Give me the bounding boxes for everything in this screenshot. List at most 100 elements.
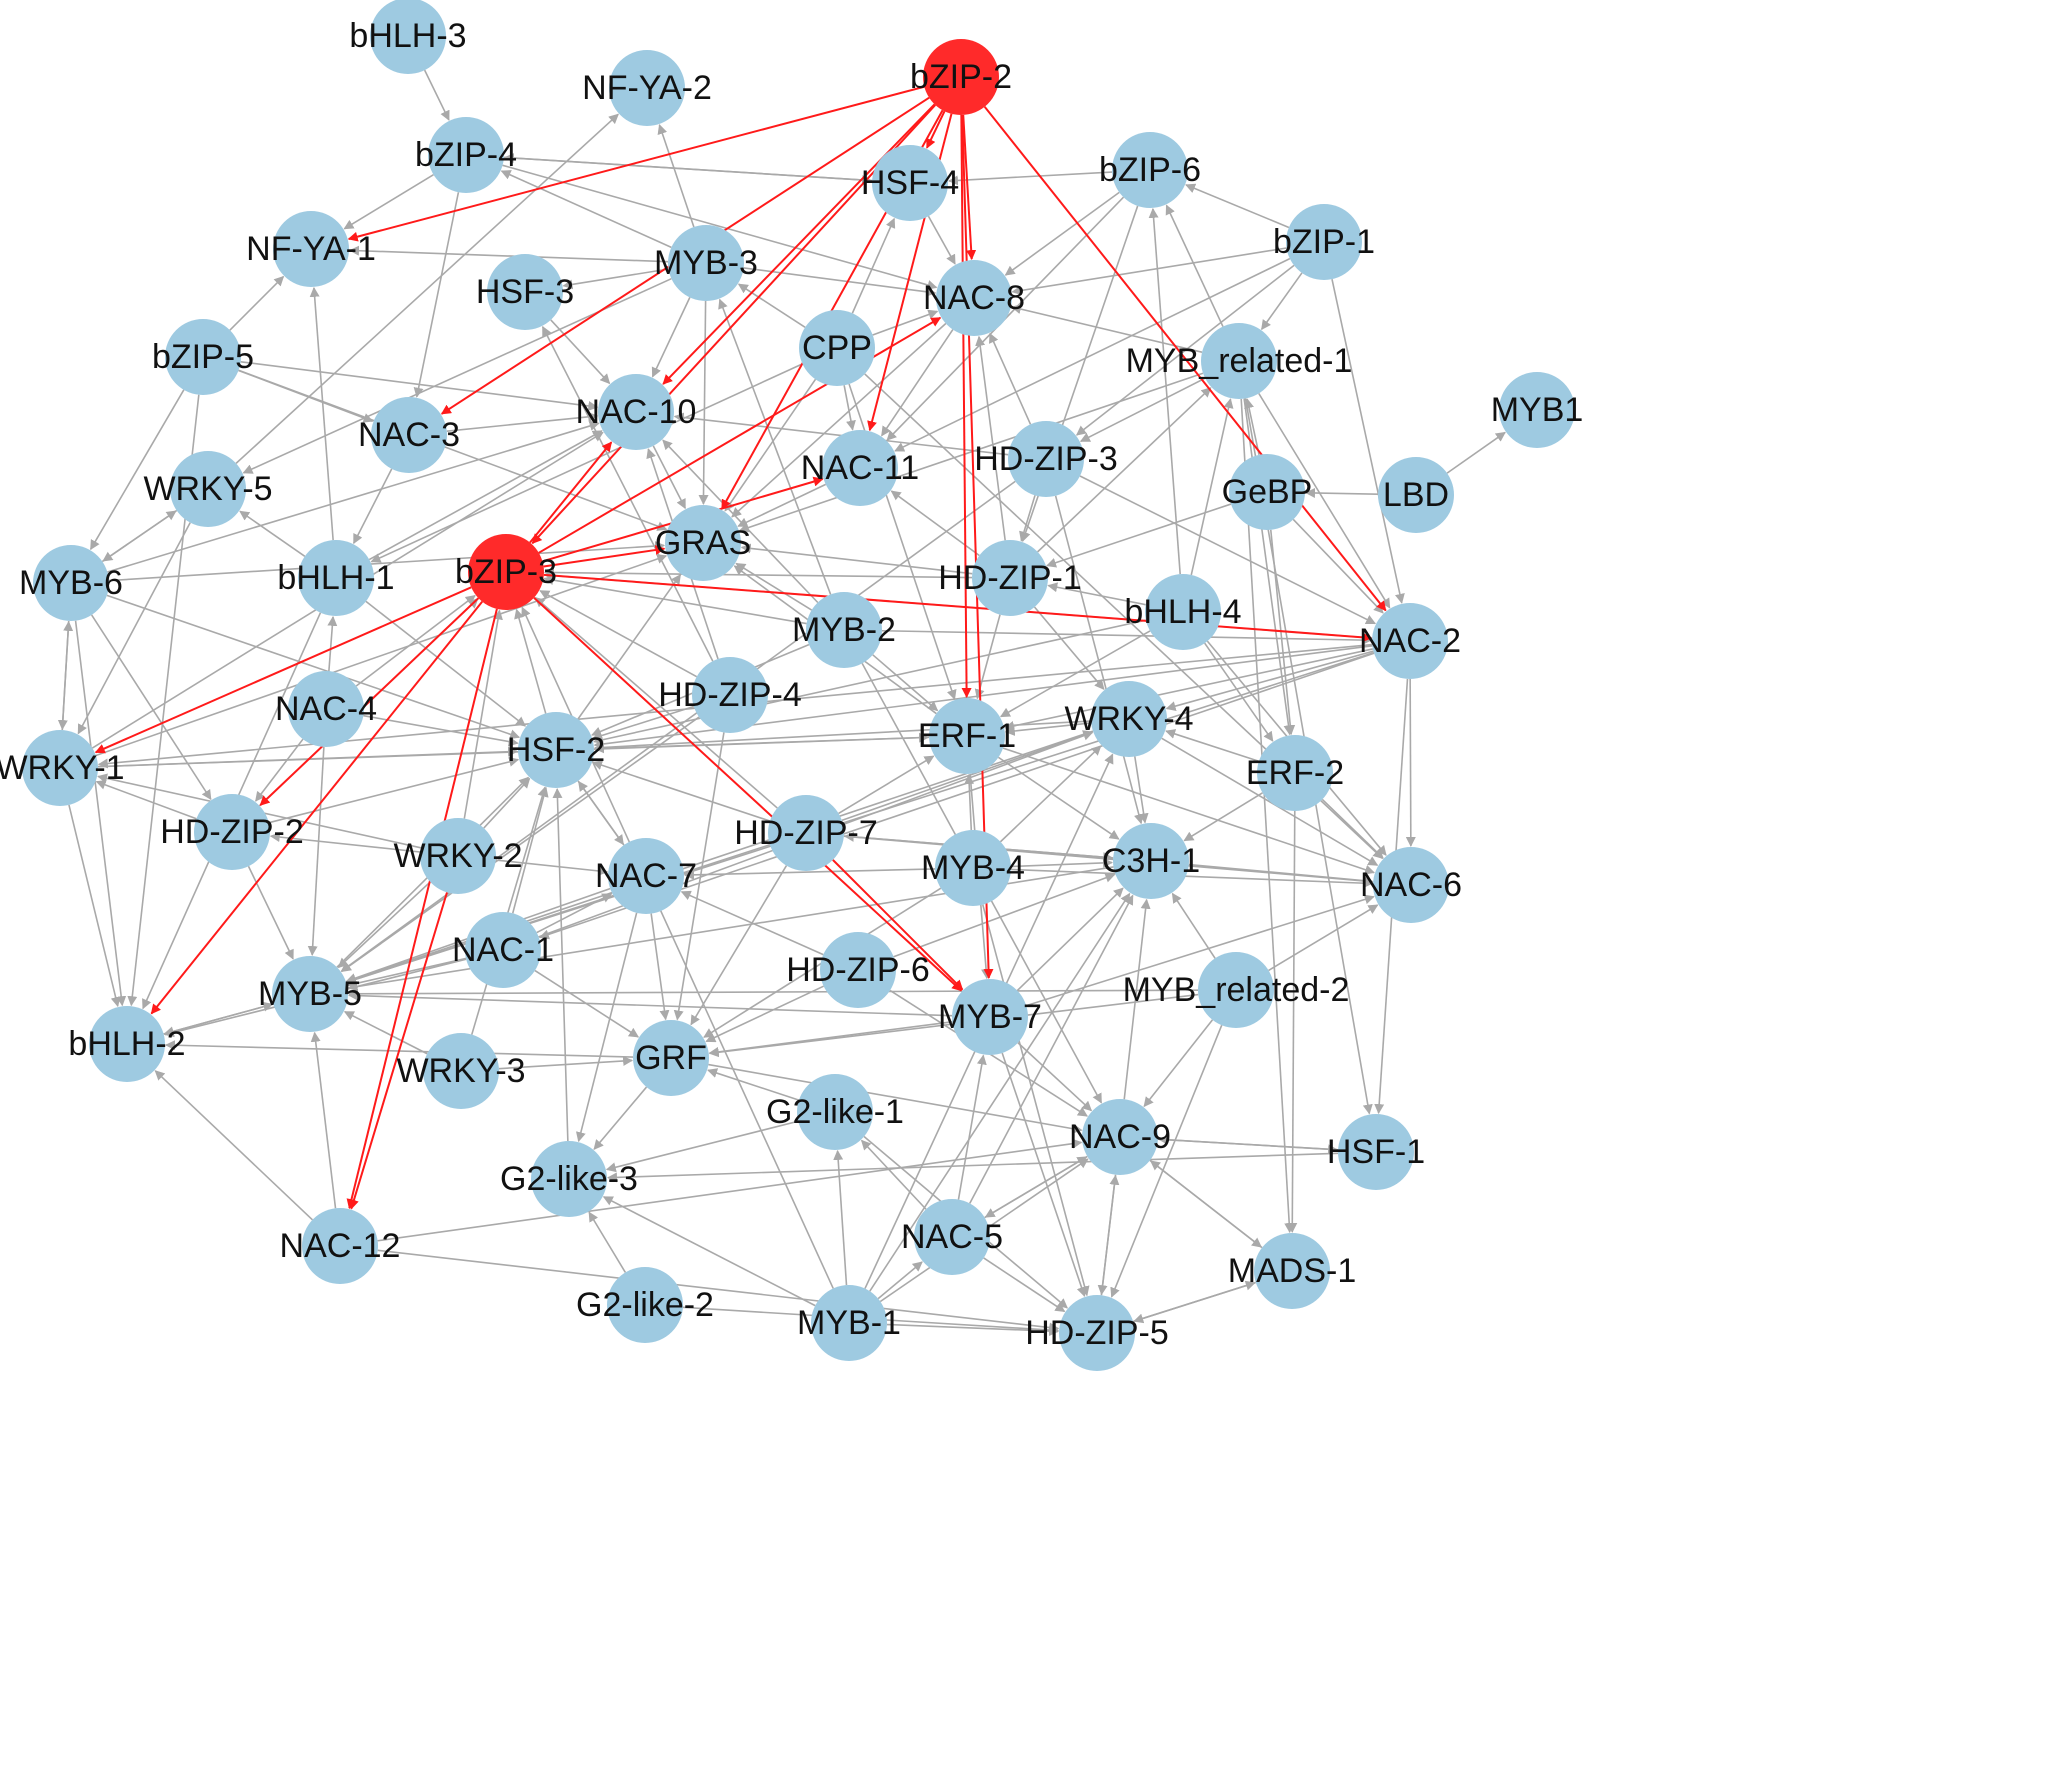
edge-hd-zip-3-to-nac-8 [989, 332, 1032, 425]
edge-myb-4-to-nac-7 [683, 868, 936, 880]
node-nac-8[interactable]: NAC-8 [923, 260, 1025, 336]
node-label: bHLH-3 [349, 17, 466, 55]
edge-bhlh-1-to-nac-10 [368, 430, 603, 561]
node-label: HD-ZIP-4 [658, 676, 802, 714]
node-g2-like-1[interactable]: G2-like-1 [766, 1074, 904, 1150]
node-bhlh-3[interactable]: bHLH-3 [349, 0, 467, 74]
node-myb-7[interactable]: MYB-7 [938, 979, 1042, 1055]
node-g2-like-2[interactable]: G2-like-2 [576, 1267, 714, 1343]
node-wrky-2[interactable]: WRKY-2 [393, 818, 523, 894]
node-hd-zip-3[interactable]: HD-ZIP-3 [974, 421, 1118, 497]
node-myb-2[interactable]: MYB-2 [792, 592, 896, 668]
node-wrky-5[interactable]: WRKY-5 [143, 451, 273, 527]
edge-bhlh-4-to-myb-related-1 [1190, 398, 1234, 576]
edge-bhlh-1-to-wrky-5 [239, 510, 306, 557]
node-myb-3[interactable]: MYB-3 [654, 225, 758, 301]
node-grf[interactable]: GRF [633, 1020, 709, 1096]
node-hd-zip-7[interactable]: HD-ZIP-7 [734, 795, 878, 871]
node-myb-4[interactable]: MYB-4 [921, 830, 1025, 906]
node-circle [1378, 457, 1454, 533]
edge-hd-zip-7-to-myb-7 [832, 859, 964, 991]
edge-bzip-2-to-nf-ya-1 [347, 85, 925, 242]
node-hd-zip-1[interactable]: HD-ZIP-1 [938, 540, 1082, 616]
node-label: WRKY-2 [393, 837, 522, 875]
node-label: bHLH-4 [1124, 593, 1241, 631]
node-nac-4[interactable]: NAC-4 [275, 671, 377, 747]
node-bzip-5[interactable]: bZIP-5 [152, 319, 254, 395]
node-hsf-2[interactable]: HSF-2 [507, 712, 605, 788]
edge-myb-3-to-nac-10 [651, 297, 691, 378]
node-gras[interactable]: GRAS [655, 505, 751, 581]
node-nac-2[interactable]: NAC-2 [1359, 603, 1461, 679]
node-erf-2[interactable]: ERF-2 [1246, 735, 1344, 811]
edge-lbd-to-myb1 [1446, 431, 1506, 474]
node-nac-6[interactable]: NAC-6 [1360, 847, 1462, 923]
node-label: G2-like-2 [576, 1286, 714, 1324]
node-hd-zip-5[interactable]: HD-ZIP-5 [1025, 1295, 1169, 1371]
node-wrky-1[interactable]: WRKY-1 [0, 730, 125, 806]
node-label: C3H-1 [1102, 842, 1200, 880]
node-wrky-4[interactable]: WRKY-4 [1064, 681, 1194, 757]
edge-cpp-to-myb-3 [737, 283, 806, 328]
node-nac-10[interactable]: NAC-10 [576, 374, 697, 450]
edge-nac-5-to-myb-7 [957, 1054, 987, 1200]
node-nac-11[interactable]: NAC-11 [801, 430, 919, 506]
node-hsf-3[interactable]: HSF-3 [476, 254, 574, 330]
node-cpp[interactable]: CPP [799, 310, 875, 386]
node-bhlh-2[interactable]: bHLH-2 [68, 1006, 186, 1082]
node-myb-related-1[interactable]: MYB_related-1 [1126, 323, 1353, 399]
node-bhlh-4[interactable]: bHLH-4 [1124, 574, 1242, 650]
node-bzip-3[interactable]: bZIP-3 [455, 534, 557, 610]
node-hsf-4[interactable]: HSF-4 [861, 145, 959, 221]
node-label: bZIP-1 [1273, 223, 1375, 261]
node-myb1[interactable]: MYB1 [1491, 372, 1584, 448]
node-label: NAC-4 [275, 690, 377, 728]
node-myb-5[interactable]: MYB-5 [258, 956, 362, 1032]
node-label: HSF-2 [507, 731, 605, 769]
node-nac-1[interactable]: NAC-1 [452, 912, 554, 988]
node-nac-7[interactable]: NAC-7 [595, 838, 697, 914]
node-myb-6[interactable]: MYB-6 [19, 545, 123, 621]
edge-nac-5-to-nac-9 [984, 1156, 1088, 1219]
edge-bhlh-1-to-nf-ya-1 [309, 286, 334, 541]
edge-myb-related-1-to-nac-2 [1258, 393, 1391, 609]
node-label: GeBP [1222, 473, 1313, 511]
edge-grf-to-nac-9 [708, 1063, 1083, 1134]
node-nac-5[interactable]: NAC-5 [901, 1199, 1003, 1275]
node-mads-1[interactable]: MADS-1 [1228, 1233, 1356, 1309]
edge-myb-3-to-bzip-4 [500, 170, 672, 249]
node-bzip-1[interactable]: bZIP-1 [1273, 204, 1375, 280]
node-label: GRAS [655, 524, 751, 562]
node-nac-12[interactable]: NAC-12 [280, 1208, 401, 1284]
node-c3h-1[interactable]: C3H-1 [1102, 823, 1200, 899]
node-wrky-3[interactable]: WRKY-3 [396, 1033, 526, 1109]
node-bzip-4[interactable]: bZIP-4 [415, 117, 517, 193]
node-bhlh-1[interactable]: bHLH-1 [277, 540, 395, 616]
node-nf-ya-1[interactable]: NF-YA-1 [246, 211, 376, 287]
node-lbd[interactable]: LBD [1378, 457, 1454, 533]
node-nac-9[interactable]: NAC-9 [1069, 1099, 1171, 1175]
node-bzip-6[interactable]: bZIP-6 [1099, 132, 1201, 208]
edge-bzip-3-to-hd-zip-2 [259, 597, 480, 806]
edge-cpp-to-hsf-4 [851, 217, 896, 314]
edge-erf-1-to-c3h-1 [997, 756, 1120, 840]
node-hd-zip-4[interactable]: HD-ZIP-4 [658, 657, 802, 733]
node-label: MYB-4 [921, 849, 1025, 887]
node-nf-ya-2[interactable]: NF-YA-2 [582, 50, 712, 126]
node-bzip-2[interactable]: bZIP-2 [910, 39, 1012, 115]
node-hd-zip-2[interactable]: HD-ZIP-2 [160, 794, 304, 870]
edge-hd-zip-4-to-hsf-3 [541, 325, 714, 662]
node-nac-3[interactable]: NAC-3 [358, 397, 460, 473]
node-myb-related-2[interactable]: MYB_related-2 [1123, 952, 1350, 1028]
edge-nac-12-to-nac-9 [377, 1138, 1083, 1242]
node-erf-1[interactable]: ERF-1 [918, 698, 1016, 774]
node-circle [1338, 1114, 1414, 1190]
node-hsf-1[interactable]: HSF-1 [1327, 1114, 1425, 1190]
node-g2-like-3[interactable]: G2-like-3 [500, 1141, 638, 1217]
edge-nac-2-to-nac-6 [1405, 678, 1416, 848]
node-myb-1[interactable]: MYB-1 [797, 1285, 901, 1361]
node-hd-zip-6[interactable]: HD-ZIP-6 [786, 932, 930, 1008]
edge-nac-3-to-nac-10 [446, 411, 599, 432]
node-gebp[interactable]: GeBP [1222, 454, 1313, 530]
edge-wrky-2-to-hd-zip-2 [269, 832, 421, 853]
